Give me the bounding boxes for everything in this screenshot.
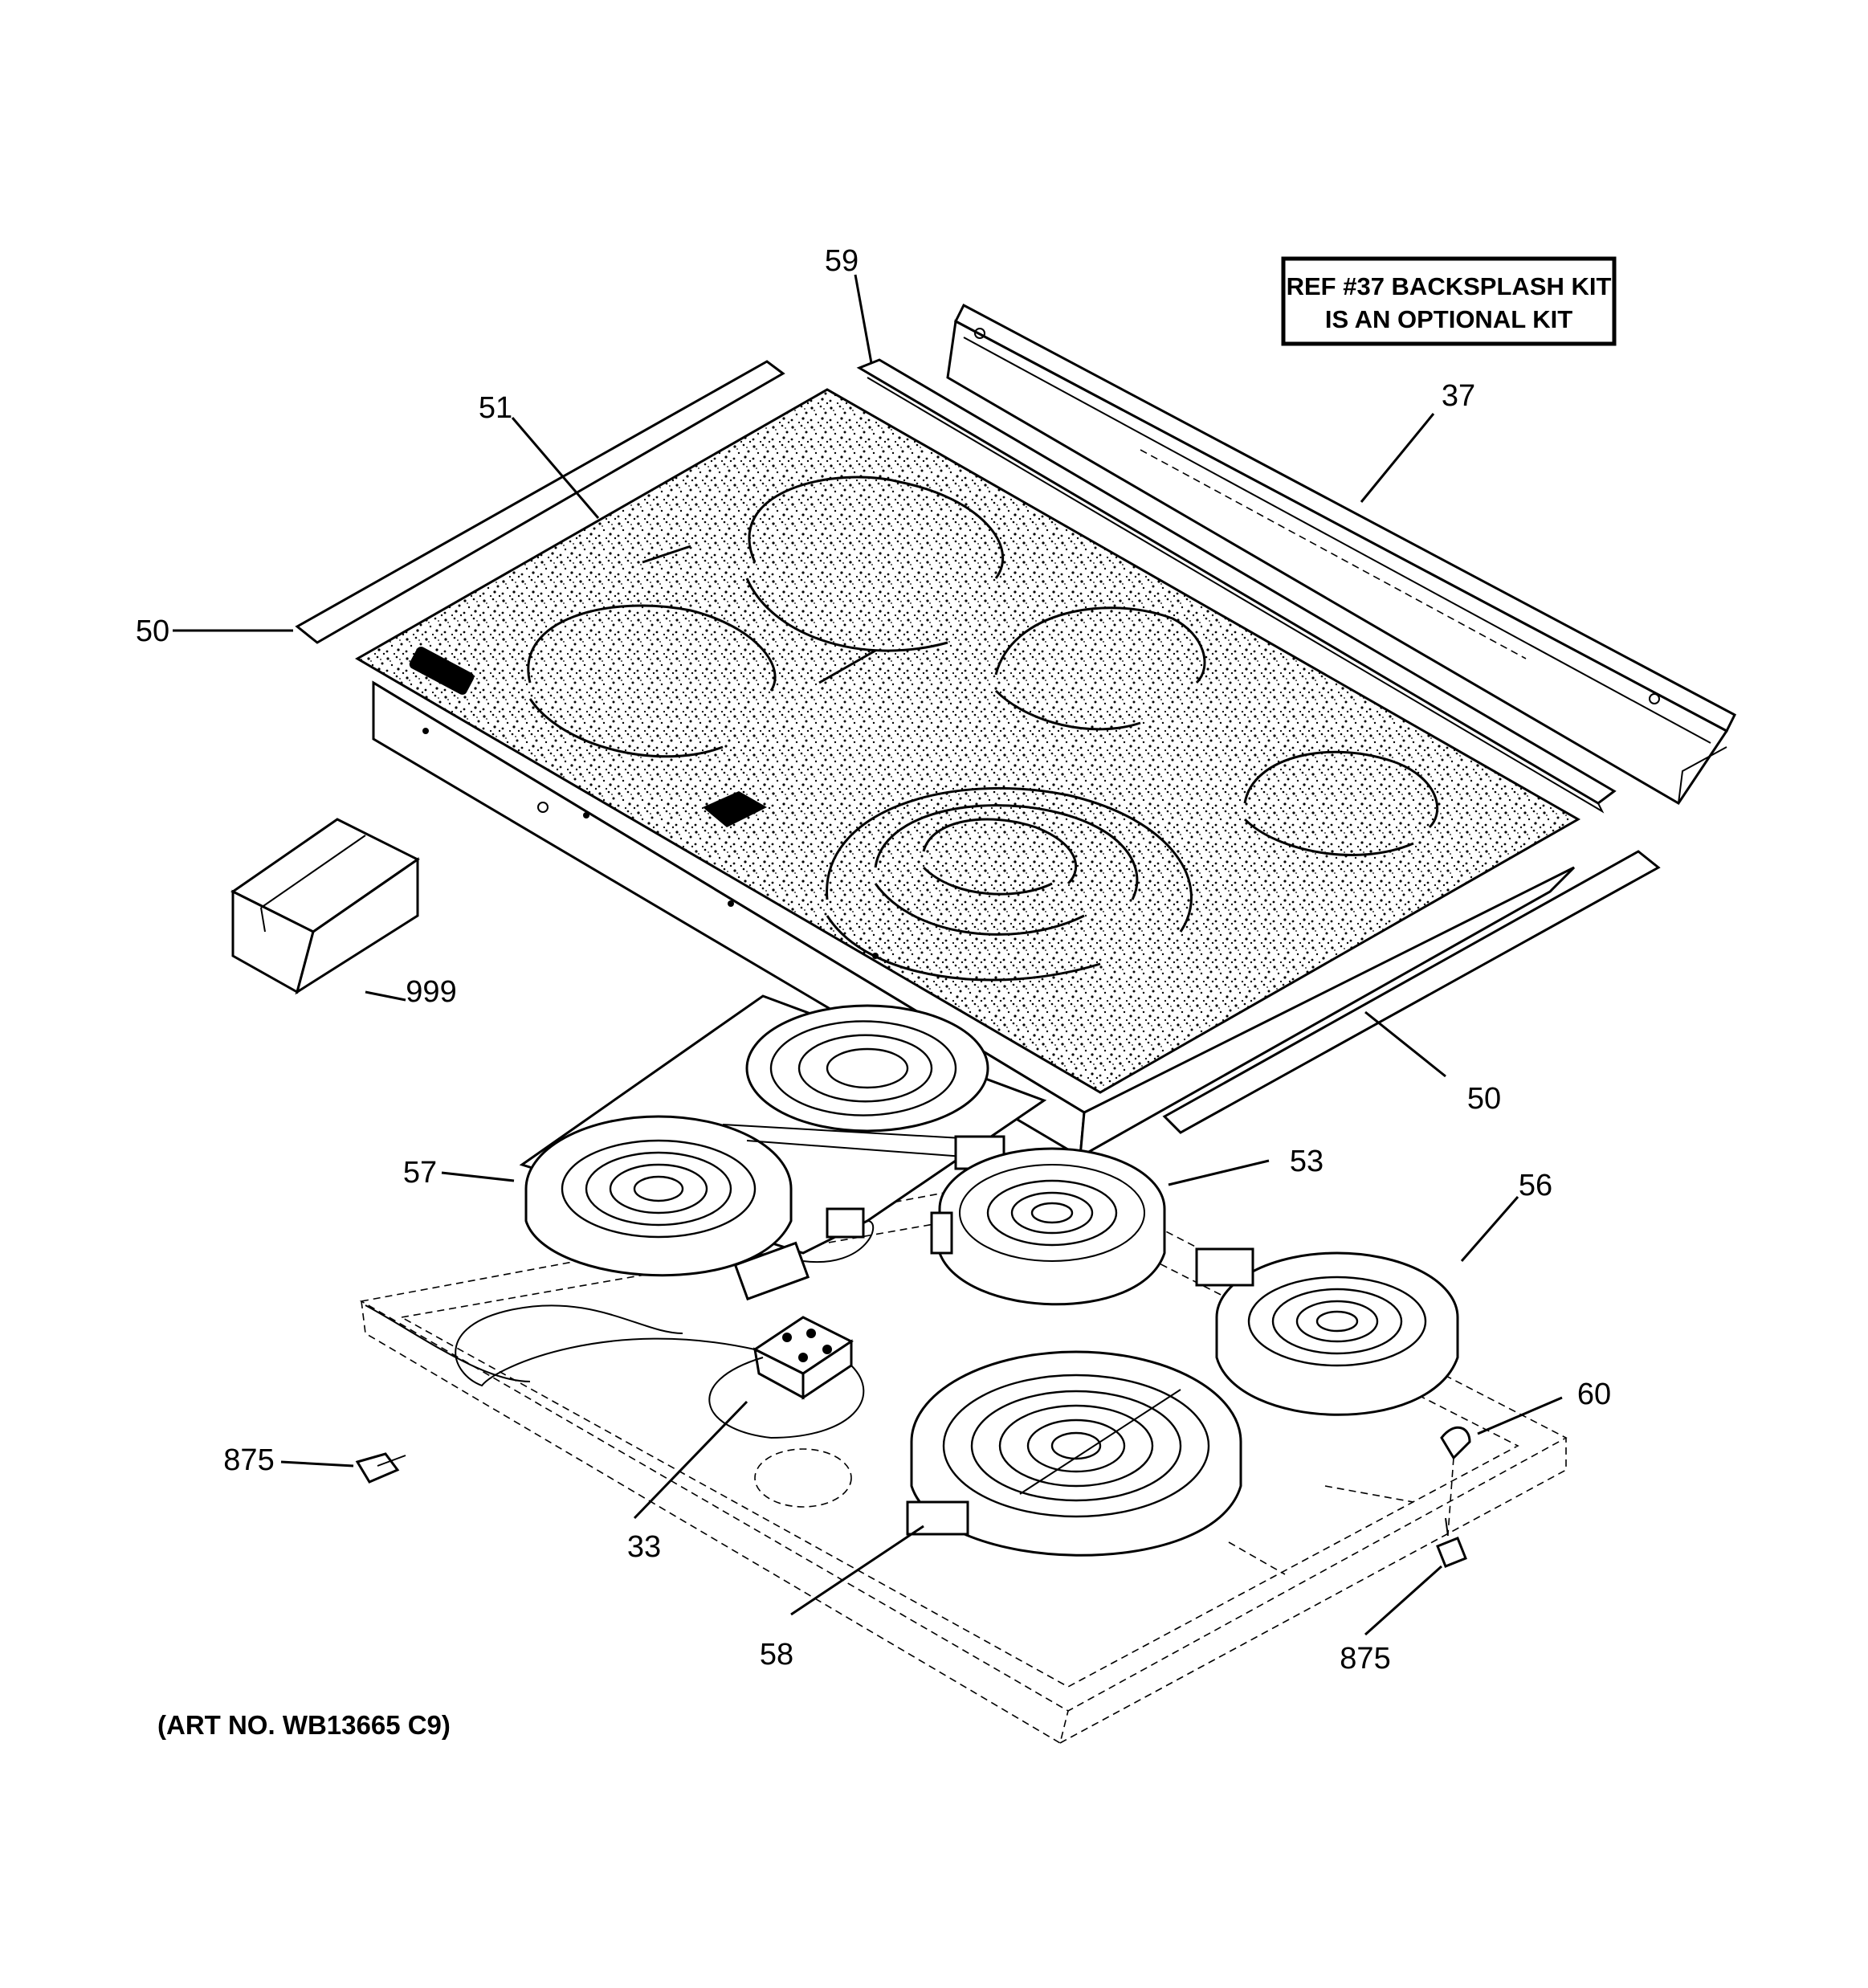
callout-50-left: 50: [136, 614, 169, 648]
radiant-element-53-part: [930, 1147, 1166, 1306]
art-number-caption: (ART NO. WB13665 C9): [157, 1710, 451, 1740]
radiant-element-56-part: [1195, 1247, 1459, 1416]
callout-50-right: 50: [1467, 1082, 1501, 1116]
callout-33: 33: [627, 1530, 661, 1564]
callout-57: 57: [403, 1156, 437, 1190]
radiant-element-58-part: [906, 1350, 1242, 1557]
callout-60: 60: [1577, 1378, 1611, 1411]
backsplash-note-line-1: REF #37 BACKSPLASH KIT: [1287, 272, 1612, 300]
callout-56: 56: [1519, 1169, 1552, 1202]
backsplash-note-line-2: IS AN OPTIONAL KIT: [1325, 305, 1572, 333]
rear-trim-strip-part: [856, 358, 1617, 814]
callout-59: 59: [825, 244, 859, 278]
literature-box-part: [230, 818, 420, 995]
burner-assembly-57-part: [519, 994, 1047, 1301]
callout-53: 53: [1290, 1145, 1324, 1178]
callout-875-right: 875: [1340, 1642, 1390, 1676]
callout-37: 37: [1442, 379, 1475, 413]
backsplash-note-box: [1281, 256, 1617, 346]
burner-box-pan: [359, 1172, 1568, 1745]
left-side-trim-part: [295, 360, 785, 644]
callout-51: 51: [479, 391, 512, 425]
backsplash-kit-part: [946, 303, 1736, 806]
screw-875-left-part: [355, 1452, 406, 1484]
callout-58: 58: [760, 1638, 793, 1672]
clip-60-part: [1440, 1426, 1471, 1460]
callout-875-left: 875: [223, 1443, 274, 1477]
callout-999: 999: [406, 975, 456, 1009]
terminal-block-part: [365, 1304, 865, 1439]
right-side-trim-part: [1162, 850, 1661, 1134]
screw-875-right-part: [1436, 1517, 1467, 1568]
leader-lines: [173, 274, 1563, 1636]
